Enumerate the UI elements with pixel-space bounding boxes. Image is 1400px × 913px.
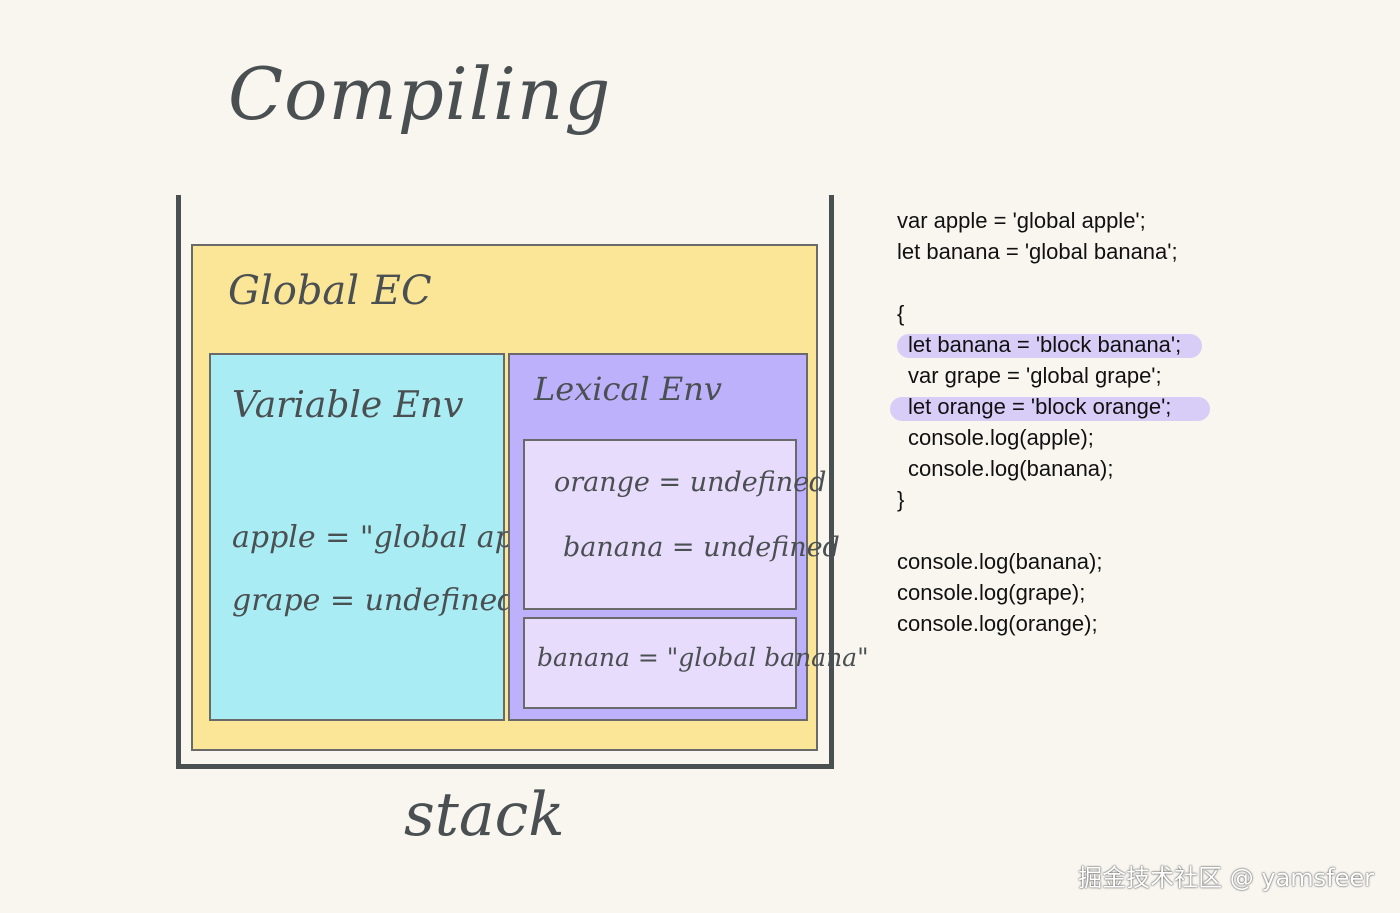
highlight-let-banana	[897, 334, 1202, 358]
lexical-env-block-scope	[523, 439, 797, 610]
global-ec-label: Global EC	[228, 268, 432, 314]
code-line: let orange = 'block orange';	[908, 394, 1172, 419]
code-line: console.log(grape);	[897, 580, 1086, 605]
code-line: console.log(banana);	[897, 549, 1103, 574]
code-line: console.log(orange);	[897, 611, 1098, 636]
lexical-entry-orange: orange = undefined	[554, 467, 827, 498]
code-line: let banana = 'block banana';	[908, 332, 1182, 357]
lexical-entry-banana-global: banana = "global banana"	[537, 643, 869, 672]
code-line: }	[897, 487, 905, 512]
variable-env-box	[209, 353, 505, 721]
stack-container	[176, 195, 834, 769]
lexical-env-label: Lexical Env	[534, 370, 722, 408]
variable-env-label: Variable Env	[232, 385, 464, 426]
code-line: console.log(banana);	[908, 456, 1114, 481]
lexical-env-global-scope	[523, 617, 797, 709]
code-line: var grape = 'global grape';	[908, 363, 1162, 388]
lexical-entry-banana-block: banana = undefined	[563, 532, 840, 563]
diagram-title: Compiling	[228, 52, 612, 136]
code-line: var apple = 'global apple';	[897, 208, 1146, 233]
variable-env-entry-grape: grape = undefined	[232, 583, 517, 618]
code-line: let banana = 'global banana';	[897, 239, 1178, 264]
highlight-let-orange	[890, 397, 1210, 421]
watermark: 掘金技术社区 @ yamsfeer	[1078, 864, 1374, 892]
code-line: {	[897, 301, 905, 326]
stack-label: stack	[404, 780, 565, 850]
code-line: console.log(apple);	[908, 425, 1094, 450]
